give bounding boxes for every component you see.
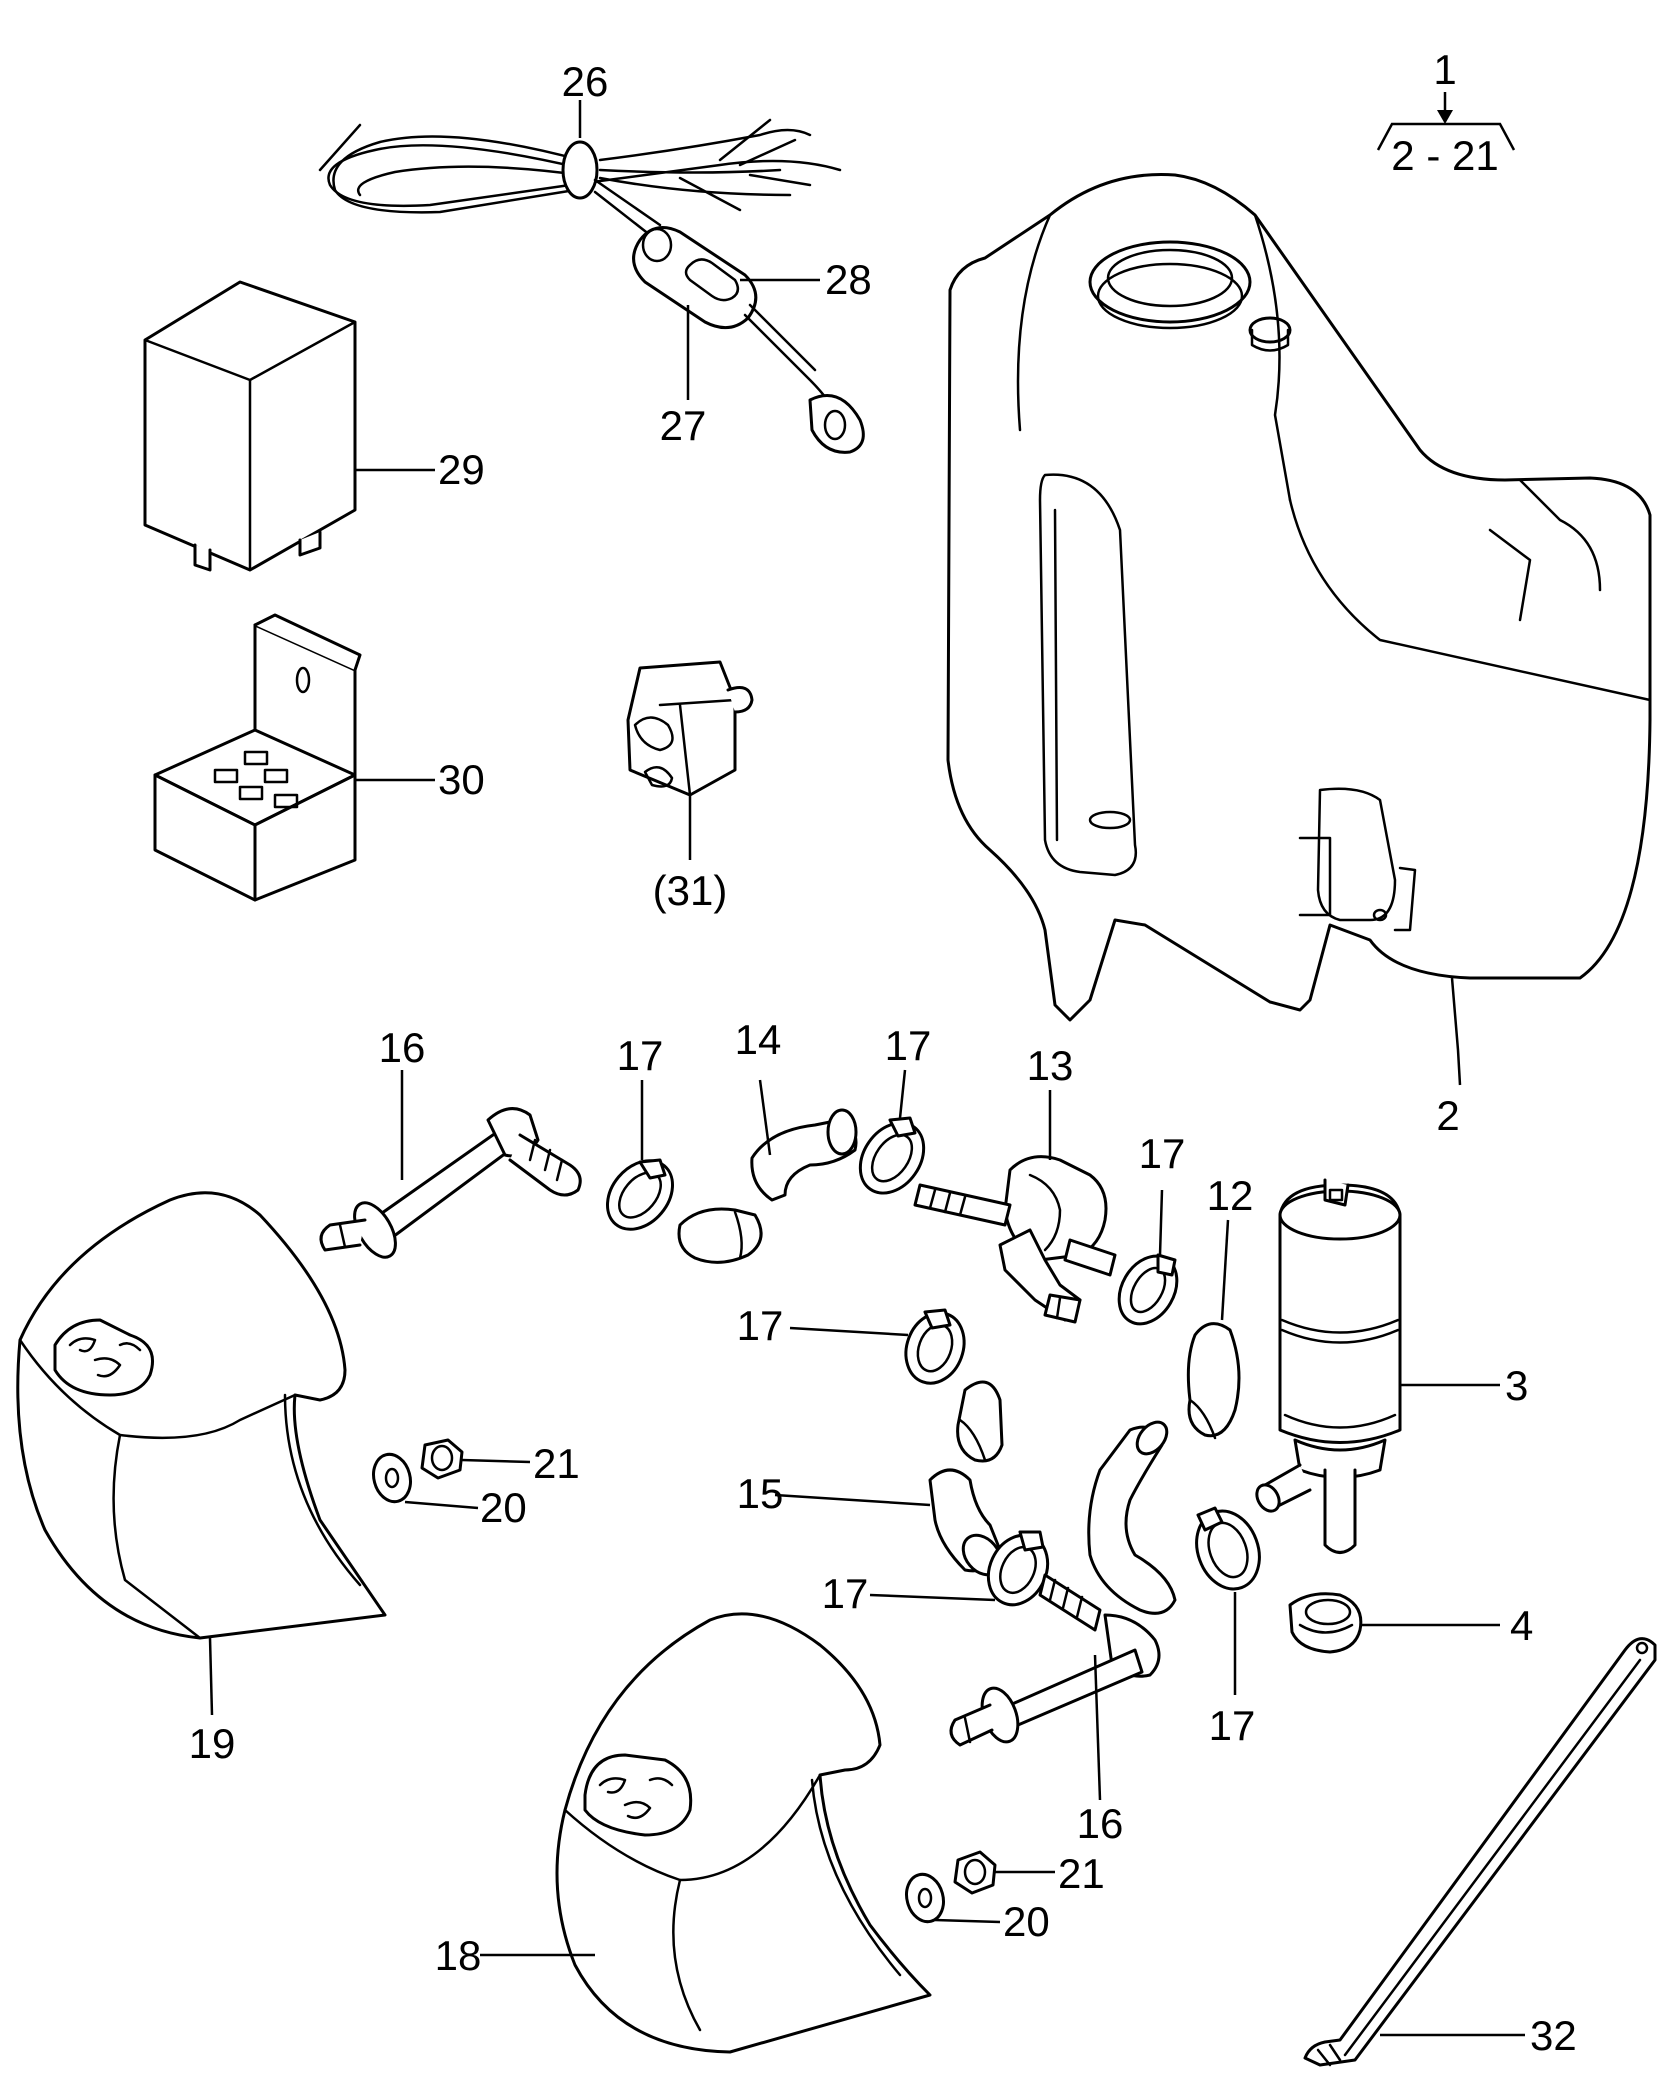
connector: [626, 660, 754, 797]
callout-26: 26: [562, 58, 609, 105]
hose-segment-short: [956, 1380, 1004, 1463]
callout-28: 28: [825, 256, 872, 303]
nozzle-connector-lower: [949, 1573, 1161, 1747]
callout-19-leader: [208, 1637, 214, 1716]
relay-holder: [153, 613, 362, 902]
callout-21-lower: 21: [1058, 1850, 1105, 1897]
callout-20-upper: 20: [480, 1484, 527, 1531]
nut-lower: [953, 1850, 997, 1895]
callout-17d-leader: [789, 1326, 909, 1337]
hose-clamp-1: [605, 1158, 675, 1231]
callout-14: 14: [735, 1016, 782, 1063]
callout-14-leader: [758, 1079, 772, 1156]
callout-17a: 17: [617, 1032, 664, 1079]
callout-30: 30: [438, 756, 485, 803]
callout-31: (31): [653, 867, 728, 914]
callout-17f: 17: [1209, 1702, 1256, 1749]
relay: [143, 280, 357, 572]
callout-16-lower-leader: [1093, 1654, 1102, 1801]
callout-15-leader: [774, 1493, 931, 1507]
callout-12-leader: [1220, 1219, 1230, 1321]
nut-upper: [420, 1438, 464, 1480]
callout-32: 32: [1530, 2012, 1577, 2059]
nozzle-connector-upper: [319, 1107, 582, 1259]
callout-17c-leader: [1158, 1189, 1164, 1256]
check-valve: [913, 1155, 1117, 1324]
callout-16-upper: 16: [379, 1024, 426, 1071]
hose-bend-14: [677, 1108, 858, 1264]
callout-15: 15: [737, 1470, 784, 1517]
wiring-harness: [318, 118, 865, 454]
nozzle-cover-left: [16, 1191, 387, 1640]
callout-2-leader: [1450, 977, 1462, 1086]
callout-16-lower: 16: [1077, 1800, 1124, 1847]
hose-clamp-4: [904, 1308, 966, 1385]
callout-4: 4: [1510, 1602, 1533, 1649]
washer-pump: [1255, 1178, 1402, 1554]
callout-29: 29: [438, 446, 485, 493]
callout-20-lower: 20: [1003, 1898, 1050, 1945]
nozzle-cover-right: [555, 1612, 932, 2054]
callout-17e: 17: [822, 1570, 869, 1617]
mounting-strap: [1303, 1637, 1657, 2067]
callout-20-upper-leader: [404, 1500, 479, 1510]
callout-13: 13: [1027, 1042, 1074, 1089]
callout-19: 19: [189, 1720, 236, 1767]
callout-17e-leader: [869, 1593, 996, 1602]
callout-17d: 17: [737, 1302, 784, 1349]
callout-20-lower-leader: [934, 1918, 1001, 1924]
grommet: [1288, 1592, 1363, 1654]
callout-17c: 17: [1139, 1130, 1186, 1177]
callout-3: 3: [1505, 1362, 1528, 1409]
callout-21-upper: 21: [533, 1440, 580, 1487]
callout-27: 27: [660, 402, 707, 449]
callout-17b: 17: [885, 1022, 932, 1069]
washer-lower: [905, 1872, 945, 1924]
hose-long-bent: [1087, 1420, 1177, 1615]
callout-12: 12: [1207, 1172, 1254, 1219]
washer-upper: [372, 1452, 412, 1504]
callout-17b-leader: [898, 1069, 907, 1119]
washer-reservoir: [946, 173, 1652, 1022]
group-range: 2 - 21: [1391, 132, 1498, 179]
hose-clamp-2: [858, 1116, 926, 1195]
group-label: 1 2 - 21: [1376, 46, 1516, 179]
callout-18: 18: [435, 1932, 482, 1979]
hose-12: [1186, 1322, 1241, 1440]
group-number: 1: [1433, 46, 1456, 93]
callout-21-upper-leader: [461, 1458, 531, 1464]
hose-clamp-3: [1117, 1253, 1179, 1326]
hose-clamp-6: [1195, 1506, 1261, 1591]
callout-2: 2: [1436, 1092, 1459, 1139]
